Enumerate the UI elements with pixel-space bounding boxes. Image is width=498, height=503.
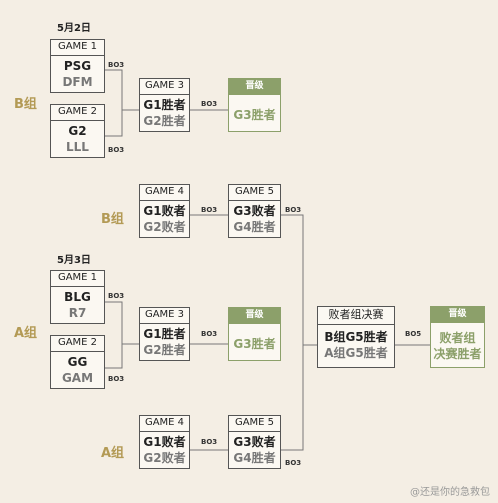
group-label-a-left: A组 [14,326,38,341]
losers-final-box: 败者组决赛 B组G5胜者 A组G5胜者 [317,306,395,368]
day2-game3-line2: G2胜者 [143,343,186,357]
day1-game3-line2: G2胜者 [143,114,186,128]
day2-game3-box: GAME 3 G1胜者 G2胜者 [139,307,190,361]
day2-game3-line1: G1胜者 [143,327,186,341]
day1-game3-label: GAME 3 [140,79,189,95]
day2-game1-box: GAME 1 BLG R7 [50,270,105,324]
day2-game4-label: GAME 4 [140,416,189,432]
day2-advance-box: 晋级 G3胜者 [228,307,281,361]
day2-advance-label: 晋级 [229,308,280,324]
day1-game1-team2: DFM [62,75,93,89]
day1-game1-box: GAME 1 PSG DFM [50,39,105,93]
date-day2: 5月3日 [57,255,91,266]
day1-advance-text: G3胜者 [233,108,276,122]
day1-game5-line2: G4胜者 [233,220,276,234]
day1-advance-box: 晋级 G3胜者 [228,78,281,132]
day2-game4-line2: G2败者 [143,451,186,465]
date-day1: 5月2日 [57,23,91,34]
day1-game5-label: GAME 5 [229,185,280,201]
day2-game1-label: GAME 1 [51,271,104,287]
day2-game5-box: GAME 5 G3败者 G4胜者 [228,415,281,469]
losers-final-line1: B组G5胜者 [324,330,388,344]
group-label-b-left: B组 [14,97,37,112]
day2-game4-line1: G1败者 [143,435,186,449]
group-label-a-mid: A组 [101,446,125,461]
losers-final-line2: A组G5胜者 [324,346,388,360]
day2-game5-format: BO3 [285,459,302,467]
day1-advance-label: 晋级 [229,79,280,95]
day1-game4-line2: G2败者 [143,220,186,234]
day2-game4-box: GAME 4 G1败者 G2败者 [139,415,190,469]
day1-game2-team2: LLL [66,140,89,154]
day2-game5-line1: G3败者 [233,435,276,449]
day2-advance-text: G3胜者 [233,337,276,351]
day2-game1-team1: BLG [64,290,91,304]
day2-game5-line2: G4胜者 [233,451,276,465]
day1-game1-label: GAME 1 [51,40,104,56]
day1-game2-team1: G2 [68,124,87,138]
day1-game5-box: GAME 5 G3败者 G4胜者 [228,184,281,238]
day1-game5-format: BO3 [285,206,302,214]
group-label-b-mid: B组 [101,212,124,227]
day2-game2-team2: GAM [61,371,94,385]
day2-game2-box: GAME 2 GG GAM [50,335,105,389]
day2-game4-format: BO3 [201,438,218,446]
final-advance-line1: 败者组 [439,331,476,345]
day2-game5-label: GAME 5 [229,416,280,432]
day1-game4-line1: G1败者 [143,204,186,218]
watermark: @还是你的急救包 [410,487,490,498]
day1-game2-label: GAME 2 [51,105,104,121]
losers-final-label: 败者组决赛 [318,307,394,325]
day2-game2-team1: GG [67,355,88,369]
day1-game4-format: BO3 [201,206,218,214]
day2-game3-label: GAME 3 [140,308,189,324]
day1-game4-box: GAME 4 G1败者 G2败者 [139,184,190,238]
day2-game2-label: GAME 2 [51,336,104,352]
day1-game4-label: GAME 4 [140,185,189,201]
final-advance-line2: 决赛胜者 [433,347,482,361]
day1-game3-box: GAME 3 G1胜者 G2胜者 [139,78,190,132]
losers-final-format: BO5 [405,330,422,338]
day1-game3-line1: G1胜者 [143,98,186,112]
day1-game2-format: BO3 [108,146,125,154]
day2-game3-format: BO3 [201,330,218,338]
day2-game1-format: BO3 [108,292,125,300]
day2-game1-team2: R7 [68,306,87,320]
final-advance-box: 晋级 败者组 决赛胜者 [430,306,485,368]
day1-game1-format: BO3 [108,61,125,69]
final-advance-label: 晋级 [431,307,484,323]
day2-game2-format: BO3 [108,375,125,383]
day1-game2-box: GAME 2 G2 LLL [50,104,105,158]
day1-game5-line1: G3败者 [233,204,276,218]
day1-game3-format: BO3 [201,100,218,108]
day1-game1-team1: PSG [63,59,92,73]
